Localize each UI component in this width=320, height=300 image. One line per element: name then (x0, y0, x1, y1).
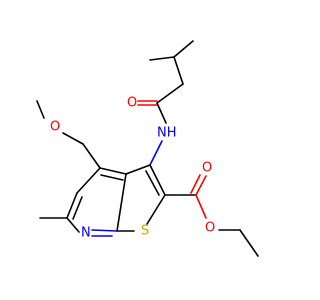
bond-c3-c2-double (145, 170, 160, 196)
ester-carbonyl-oxygen-label: O (202, 161, 212, 176)
bond-c3a-c4-double (100, 174, 124, 181)
bond-n-c (149, 140, 163, 166)
bond-c5-c6-double (66, 192, 78, 219)
bond-c-c (156, 83, 184, 104)
bond-c6-n (66, 217, 80, 233)
bond-ethyl-c-c (239, 229, 259, 257)
bond-ester-c-o-double (190, 174, 201, 194)
bond-c-c (173, 40, 194, 58)
bond-c3a-c7a (116, 173, 127, 232)
bond-c3-c2-double (149, 164, 166, 196)
molecule-canvas: O NH S N O O O (36, 40, 259, 257)
bond-c4-ch2 (82, 143, 101, 169)
bond-c2-s (146, 194, 166, 225)
bond-c-n (156, 102, 167, 124)
bond-n-c7a-double (91, 229, 118, 232)
ester-ether-oxygen-label: O (205, 221, 215, 236)
methoxy-oxygen-label: O (50, 120, 60, 135)
amide-nh-label: NH (157, 126, 177, 141)
bond-o-methyl (36, 100, 45, 119)
ring-nitrogen-label: N (81, 226, 91, 241)
sulfur-label: S (141, 224, 149, 239)
bond-ch2-o (62, 132, 84, 145)
bond-ester-c-o-double (195, 175, 207, 196)
bond-ester-c-o (195, 194, 207, 219)
bond-c-c (173, 56, 184, 85)
molecule-structure: O NH S N O O O (36, 40, 259, 257)
bond-c4-c5 (76, 167, 101, 194)
amide-oxygen-label: O (127, 96, 137, 111)
bond-c3a-c4-double (99, 167, 127, 175)
bond-c3-c3a (125, 164, 151, 175)
bond-c5-c6-double (72, 196, 83, 220)
bond-c-c (149, 56, 175, 61)
